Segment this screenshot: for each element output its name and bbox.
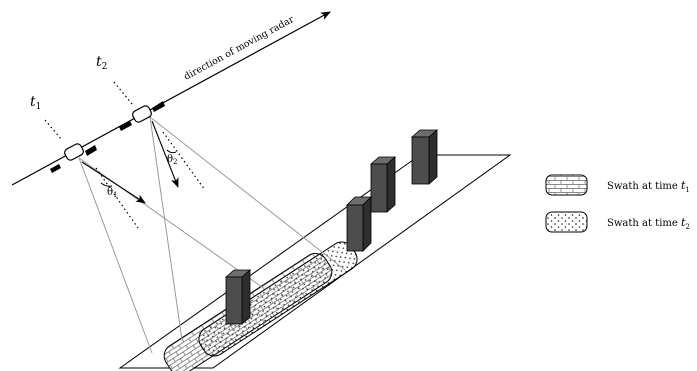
legend-item-t1: Swath at time t1	[545, 174, 690, 196]
look-arrow-t2	[151, 120, 179, 188]
building-1	[410, 129, 439, 185]
look-lines	[95, 131, 206, 229]
legend-item-t2: Swath at time t2	[545, 211, 690, 233]
radar-t2	[132, 105, 152, 123]
time-label-t1: t1	[30, 94, 41, 112]
angle-arc-t1	[100, 182, 113, 187]
legend-label-t1: Swath at time t1	[607, 179, 690, 194]
time-label-t2: t2	[96, 54, 107, 72]
direction-label: direction of moving radar	[182, 14, 296, 83]
legend-swatch-dots	[545, 211, 588, 233]
building-4	[224, 269, 252, 325]
building-3	[346, 196, 372, 252]
angle-label-theta2: θ2	[167, 154, 178, 166]
look-arrow-t1	[81, 161, 146, 204]
radar-t1	[64, 143, 84, 161]
legend-swatch-brick	[545, 174, 588, 196]
beam-t2	[149, 116, 346, 341]
antenna-segments	[50, 101, 165, 173]
legend: Swath at time t1 Swath at time t2	[545, 174, 690, 233]
time-marker-lines	[44, 81, 133, 141]
legend-label-t2: Swath at time t2	[607, 216, 690, 231]
building-2	[369, 156, 397, 213]
flight-path-arrow	[11, 11, 331, 186]
angle-arc-t2	[166, 149, 177, 154]
angle-label-theta1: θ1	[107, 187, 118, 199]
